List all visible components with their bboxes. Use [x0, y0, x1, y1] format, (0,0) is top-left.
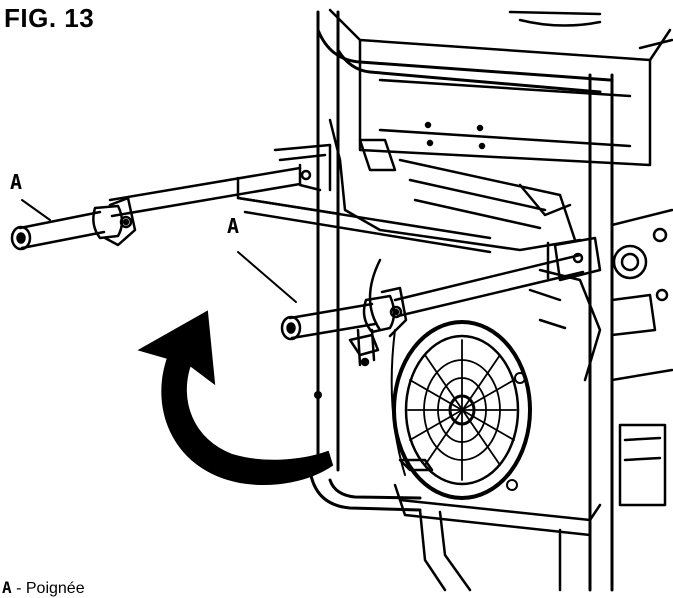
legend: A - Poignée [2, 578, 85, 598]
frame-bolt [314, 391, 322, 399]
fan-guard [390, 320, 532, 500]
grip-center [280, 286, 408, 367]
control-panel [610, 208, 673, 507]
leader-line-center [237, 251, 297, 303]
figure-title: FIG. 13 [4, 3, 95, 33]
handle-left [108, 143, 492, 254]
handle-center [393, 236, 602, 318]
grip-left [10, 196, 137, 251]
legend-separator: - [16, 580, 22, 597]
rotation-arrow-icon [137, 310, 334, 485]
leader-line-left [21, 199, 51, 221]
callout-a-left: A [10, 170, 23, 194]
base-rails [393, 458, 602, 592]
callout-a-center: A [227, 214, 240, 238]
top-housing [328, 8, 673, 167]
legend-key: A [2, 578, 12, 597]
legend-text: Poignée [25, 580, 85, 597]
engine-block [328, 118, 602, 382]
